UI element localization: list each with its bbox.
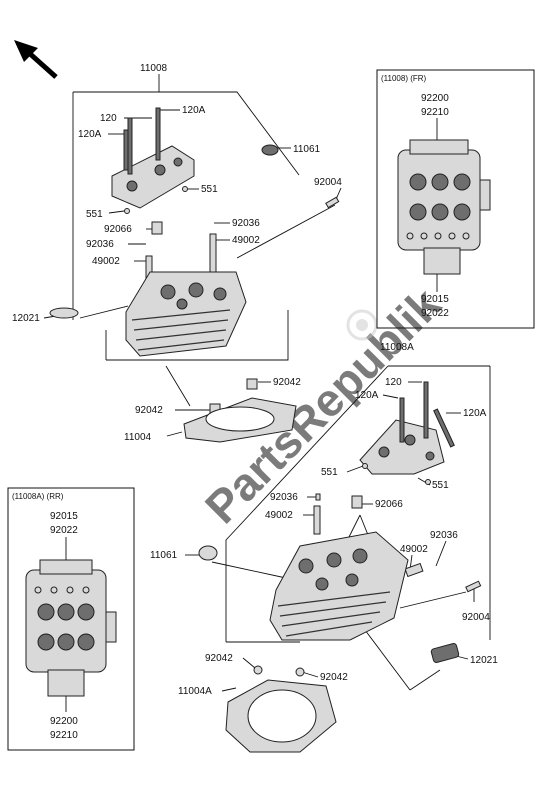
plug-11061-rear — [198, 545, 218, 561]
inset-rr-frame — [7, 487, 135, 751]
label-120A: 120A — [355, 390, 379, 401]
label-49002-2: 49002 — [400, 544, 428, 555]
label-92042-2: 92042 — [135, 405, 163, 416]
head-gasket-11004A — [225, 679, 337, 753]
label-11008: 11008 — [140, 63, 168, 74]
label-11008A: 11008A — [380, 342, 414, 353]
label-92200: 92200 — [50, 716, 78, 727]
label-551: 551 — [201, 184, 218, 195]
group-bracket-11008 — [73, 91, 300, 176]
dowel-551-2 — [124, 208, 130, 214]
label-92042: 92042 — [205, 653, 233, 664]
camshaft-holder-rear — [359, 419, 445, 475]
dowel-92042-rear-2 — [295, 667, 305, 677]
label-92042: 92042 — [273, 377, 301, 388]
inset-rear-cylinder: (11008A) (RR) 92015 92022 92200 92210 — [7, 487, 135, 751]
oring-92036 — [315, 493, 321, 501]
label-120: 120 — [385, 377, 402, 388]
inset-front-cylinder: (11008) (FR) 92200 92210 92015 92022 — [376, 69, 535, 329]
label-92022: 92022 — [421, 308, 449, 319]
label-92036-2: 92036 — [86, 239, 114, 250]
dowel-551-rear — [362, 463, 368, 469]
label-551-2: 551 — [86, 209, 103, 220]
label-11004: 11004 — [124, 432, 152, 443]
cylinder-head-top-view-rr — [25, 559, 117, 697]
label-120A-2: 120A — [463, 408, 487, 419]
dowel-92042-rear — [253, 665, 263, 675]
label-120: 120 — [100, 113, 117, 124]
dowel-551-rear-2 — [425, 479, 431, 485]
cap-92066 — [151, 221, 163, 235]
label-92036: 92036 — [270, 492, 298, 503]
cylinder-head-front — [125, 271, 247, 357]
gasket-12021-rear — [430, 643, 460, 663]
label-92015: 92015 — [421, 294, 449, 305]
label-49002-2: 49002 — [92, 256, 120, 267]
watermark-emblem-icon — [346, 309, 378, 341]
label-92015: 92015 — [50, 511, 78, 522]
plug-11061 — [261, 144, 279, 156]
cylinder-head-top-view-fr — [397, 139, 491, 275]
label-11061: 11061 — [293, 144, 321, 155]
head-gasket-11004 — [183, 397, 297, 443]
camshaft-holder-front — [111, 145, 195, 209]
gasket-12021 — [49, 307, 79, 319]
label-12021: 12021 — [12, 313, 40, 324]
label-11004A: 11004A — [178, 686, 212, 697]
inset-fr-header: (11008) (FR) — [381, 74, 427, 83]
label-11061: 11061 — [150, 550, 178, 561]
stud-49002 — [209, 233, 217, 279]
label-551: 551 — [321, 467, 338, 478]
cap-92066-rear — [351, 495, 363, 509]
label-92004: 92004 — [314, 177, 342, 188]
dowel-551 — [182, 186, 188, 192]
inset-fr-frame — [376, 69, 535, 329]
label-120A: 120A — [182, 105, 206, 116]
label-49002: 49002 — [232, 235, 260, 246]
label-92066: 92066 — [375, 499, 403, 510]
pin-92004 — [325, 196, 340, 209]
label-120A-2: 120A — [78, 129, 102, 140]
pin-92004-rear — [465, 580, 482, 593]
label-49002: 49002 — [265, 510, 293, 521]
label-92210: 92210 — [50, 730, 78, 741]
dowel-92042 — [246, 378, 258, 390]
bolt-120-front — [123, 107, 161, 175]
label-92022: 92022 — [50, 525, 78, 536]
rear-cylinder-head-assembly: 11008A 120 120A 120A 551 551 92036 92066… — [150, 342, 498, 753]
bolt-120-rear — [399, 381, 455, 448]
label-92004: 92004 — [462, 612, 490, 623]
label-551-2: 551 — [432, 480, 449, 491]
label-92066: 92066 — [104, 224, 132, 235]
front-direction-arrow-icon — [14, 40, 58, 79]
label-92036-2: 92036 — [430, 530, 458, 541]
stud-49002-rear-2 — [404, 562, 424, 578]
label-12021: 12021 — [470, 655, 498, 666]
inset-rr-header: (11008A) (RR) — [12, 492, 64, 501]
stud-49002-rear — [313, 505, 321, 535]
label-92210: 92210 — [421, 107, 449, 118]
cylinder-head-rear — [269, 531, 409, 641]
label-92200: 92200 — [421, 93, 449, 104]
label-92036: 92036 — [232, 218, 260, 229]
label-92042-2: 92042 — [320, 672, 348, 683]
front-cylinder-head-assembly: 11008 120 120A 120A 11061 551 551 92004 … — [12, 63, 342, 443]
